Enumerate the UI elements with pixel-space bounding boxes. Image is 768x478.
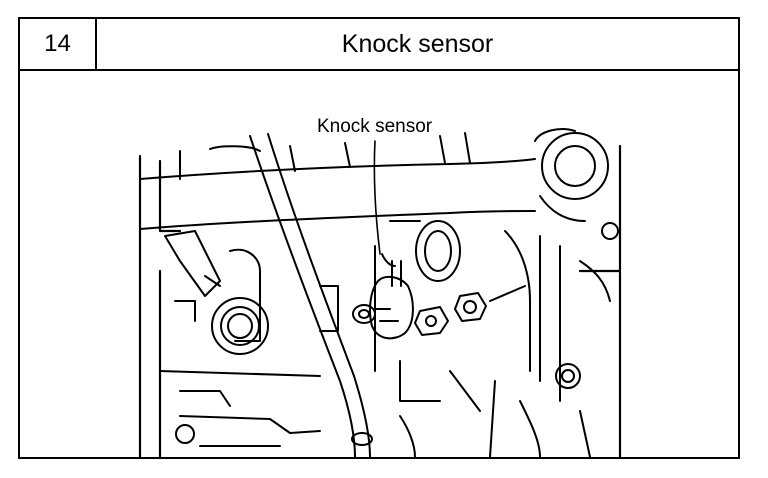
knock-sensor-callout-label: Knock sensor: [317, 116, 433, 137]
upper-right-boss: [534, 128, 619, 240]
upper-pipe: [139, 132, 536, 230]
central-port: [389, 220, 461, 282]
knock-sensor: [352, 245, 414, 372]
lower-structure: [159, 360, 591, 457]
section-number: 14: [20, 19, 97, 69]
engine-illustration: [138, 128, 622, 457]
bolt-right: [454, 292, 487, 322]
right-ribs: [489, 230, 611, 402]
dipstick-tube: [249, 133, 373, 457]
section-title: Knock sensor: [341, 29, 494, 58]
engine-block-outline: [138, 144, 622, 457]
left-bracket: [164, 230, 339, 342]
section-frame: 14 Knock sensor: [18, 17, 740, 459]
callout-leader: [373, 140, 381, 255]
small-bolt: [414, 306, 449, 336]
left-port: [211, 297, 269, 355]
section-header: 14 Knock sensor: [20, 19, 738, 71]
